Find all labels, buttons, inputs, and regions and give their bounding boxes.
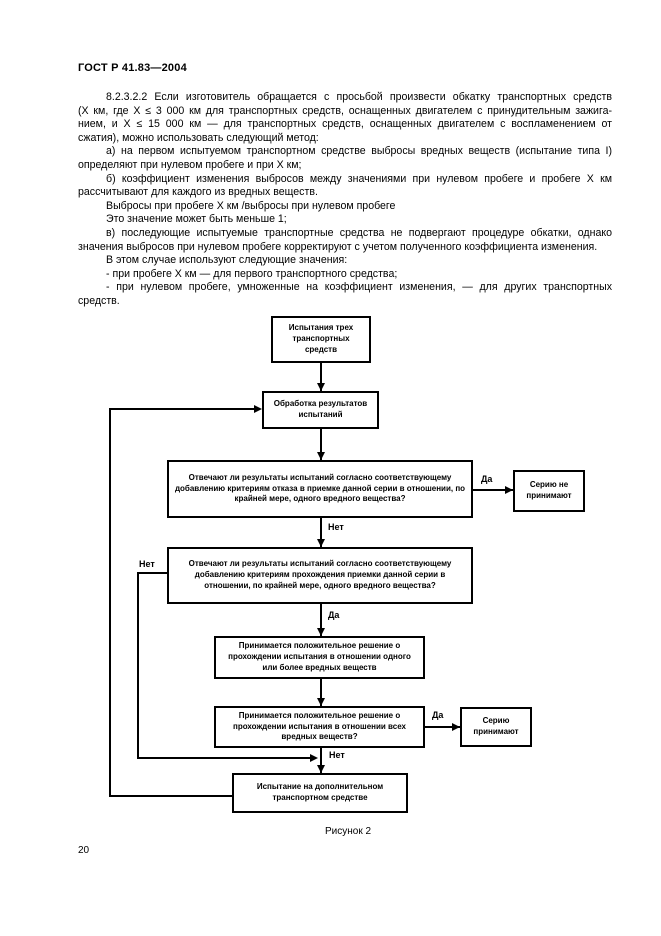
text-line: рассчитывают для каждого из вредных веще… — [78, 186, 318, 199]
arrow-right-icon — [505, 486, 513, 494]
label-no: Нет — [139, 559, 155, 569]
figure-caption: Рисунок 2 — [325, 826, 372, 837]
flowchart-box-series-accepted: Серию принимают — [460, 707, 532, 747]
arrow-down-icon — [317, 698, 325, 706]
connector-all-yes — [425, 726, 460, 728]
text-line: значения выбросов при нулевом пробеге ко… — [78, 240, 598, 253]
arrow-down-icon — [317, 628, 325, 636]
text-line: - при пробеге X км — для первого транспо… — [106, 267, 398, 280]
text-line: (X км, где X ≤ 3 000 км для транспортных… — [78, 104, 612, 117]
text-line: нием, и X ≤ 15 000 км — для транспортных… — [78, 118, 612, 131]
label-yes: Да — [328, 610, 340, 620]
flowchart-box-positive-decision-one: Принимается положительное решение о прох… — [214, 636, 425, 679]
arrow-down-icon — [317, 383, 325, 391]
connector-fail-no — [320, 518, 322, 547]
arrow-right-icon — [254, 405, 262, 413]
connector-all-no — [320, 748, 322, 773]
flowchart-box-start: Испытания трех транспортных средств — [271, 316, 371, 363]
body-text: 8.2.3.2.2 Если изготовитель обращается с… — [78, 91, 612, 309]
flowchart-box-series-rejected: Серию не принимают — [513, 470, 585, 512]
page-number: 20 — [78, 845, 90, 856]
document-header: ГОСТ Р 41.83—2004 — [78, 62, 187, 74]
text-line: Это значение может быть меньше 1; — [106, 213, 287, 226]
connector-one-to-all — [320, 679, 322, 706]
text-line: - при нулевом пробеге, умноженные на коэ… — [106, 281, 612, 294]
text-line: б) коэффициент изменения выбросов между … — [106, 172, 612, 185]
text-line: средств. — [78, 294, 120, 307]
flowchart-box-additional-vehicle-test: Испытание на дополнительном транспортном… — [232, 773, 408, 813]
label-yes: Да — [432, 710, 444, 720]
flowchart-box-positive-decision-all: Принимается положительное решение о прох… — [214, 706, 425, 748]
label-no: Нет — [328, 522, 344, 532]
flowchart-box-process-results: Обработка результатов испытаний — [262, 391, 379, 429]
connector-merge-no — [137, 757, 310, 759]
connector-pass-no-vertical — [137, 572, 139, 759]
arrow-down-icon — [317, 539, 325, 547]
flowchart-box-fail-criteria-question: Отвечают ли результаты испытаний согласн… — [167, 460, 473, 518]
connector-process-to-fail-question — [320, 429, 322, 460]
arrow-right-icon — [452, 723, 460, 731]
connector-fail-yes — [473, 489, 513, 491]
text-line: Выбросы при пробеге X км /выбросы при ну… — [106, 199, 396, 212]
arrow-down-icon — [317, 765, 325, 773]
text-line: в) последующие испытуемые транспортные с… — [106, 226, 612, 239]
label-yes: Да — [481, 474, 493, 484]
flowchart-box-pass-criteria-question: Отвечают ли результаты испытаний согласн… — [167, 547, 473, 604]
arrow-right-icon — [310, 754, 318, 762]
text-line: сжатия), можно использовать следующий ме… — [78, 131, 319, 144]
connector-pass-yes — [320, 604, 322, 636]
label-no: Нет — [329, 750, 345, 760]
arrow-down-icon — [317, 452, 325, 460]
connector-pass-no-horizontal — [137, 572, 167, 574]
text-line: 8.2.3.2.2 Если изготовитель обращается с… — [106, 91, 612, 103]
text-line: определяют при нулевом пробеге и при X к… — [78, 158, 302, 171]
connector-start-to-process — [320, 363, 322, 391]
text-line: а) на первом испытуемом транспортном сре… — [106, 145, 612, 158]
connector-feedback-top — [109, 408, 254, 410]
connector-feedback-vertical — [109, 408, 111, 797]
text-line: В этом случае используют следующие значе… — [106, 254, 348, 267]
connector-feedback-bottom — [109, 795, 232, 797]
